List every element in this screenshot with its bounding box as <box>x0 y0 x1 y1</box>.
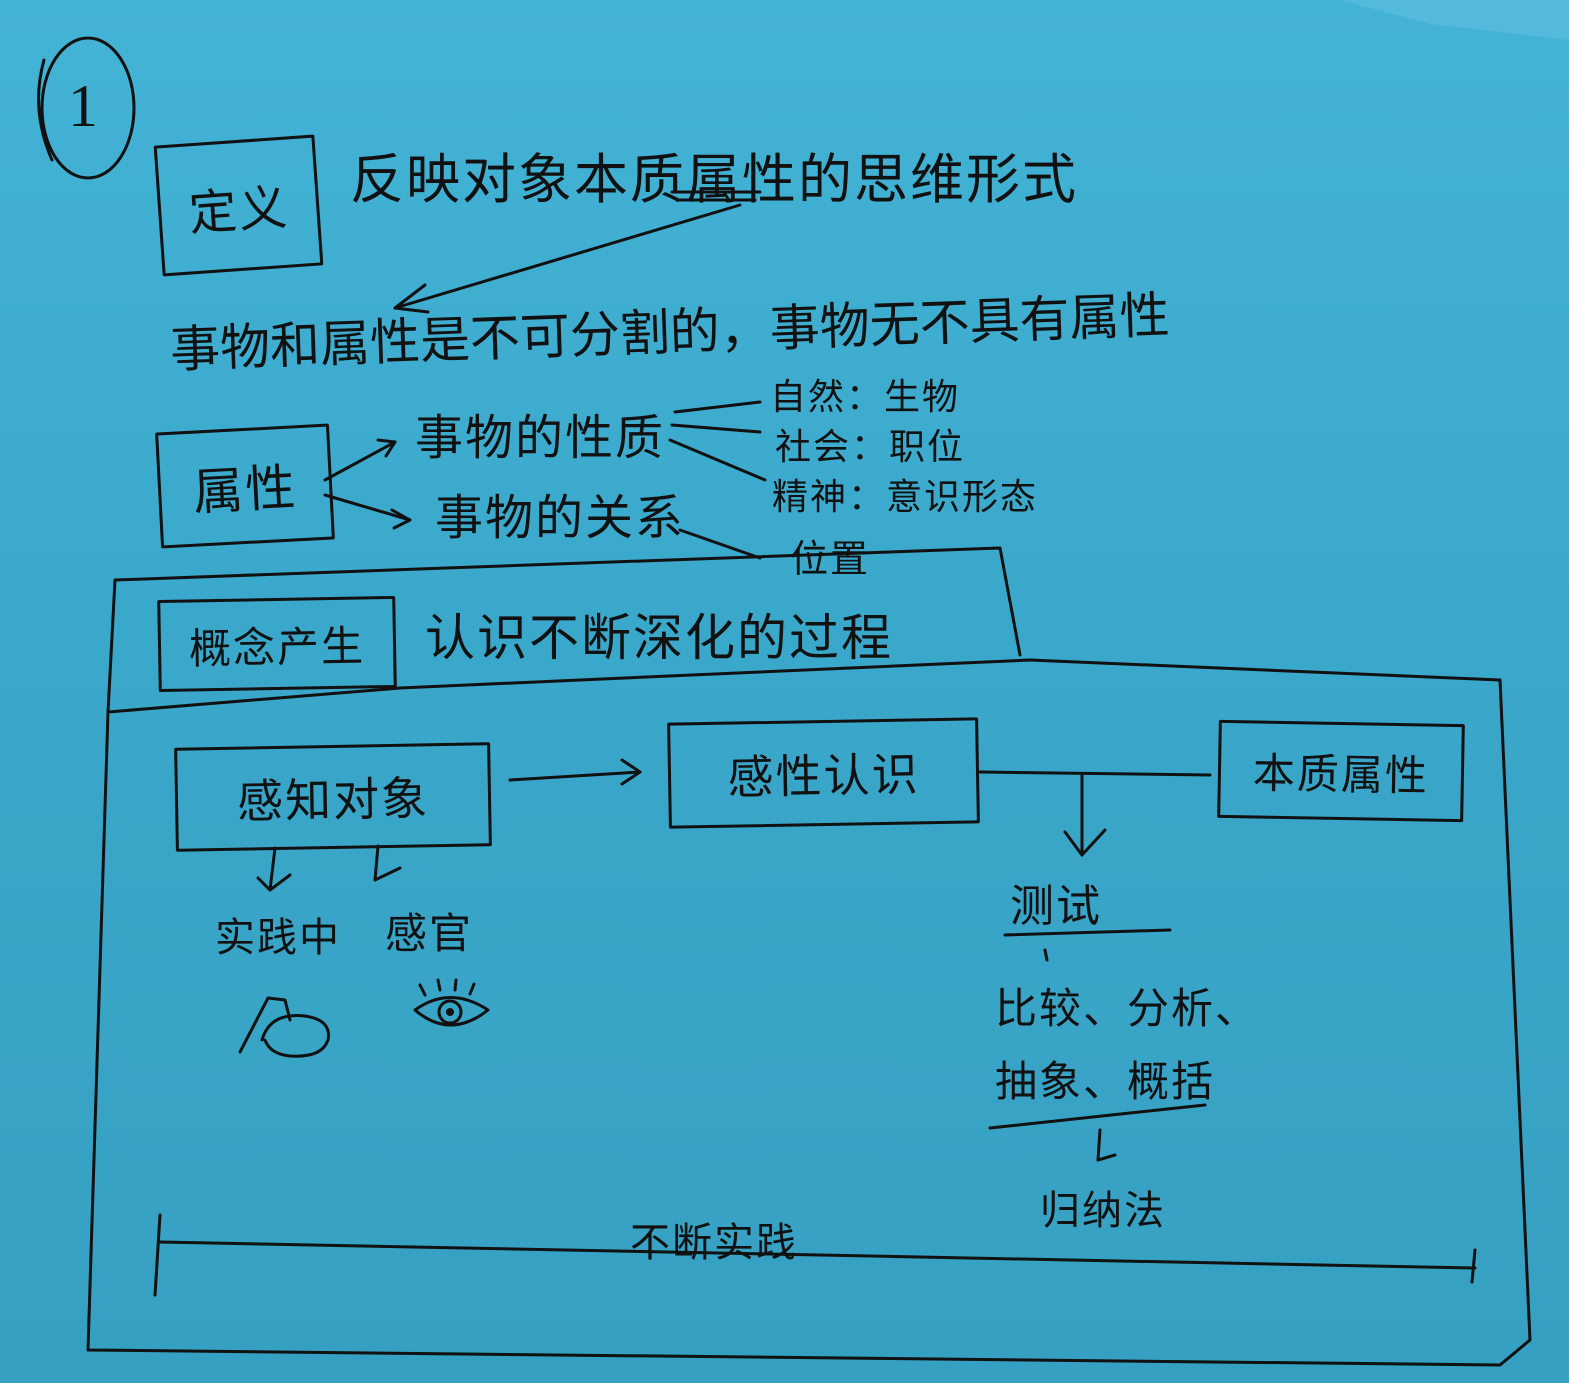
nature-item-social: 社会：职位 <box>775 427 966 468</box>
induction-label: 归纳法 <box>1040 1188 1166 1234</box>
practice-label: 不断实践 <box>630 1220 798 1266</box>
methods-line-1: 比较、分析、 <box>995 984 1260 1033</box>
definition-label-box: 定义 <box>153 134 324 277</box>
nature-value: 职位 <box>889 427 966 468</box>
nature-item-natural: 自然：生物 <box>770 377 961 418</box>
attribute-nature: 事物的性质 <box>415 410 666 466</box>
perceive-label: 感知对象 <box>236 771 430 829</box>
origin-label-box: 概念产生 <box>157 595 397 693</box>
attribute-label-box: 属性 <box>155 423 335 549</box>
origin-text: 认识不断深化的过程 <box>425 609 893 667</box>
nature-value: 意识形态 <box>886 477 1039 518</box>
section-number: 1 <box>68 73 100 139</box>
attribute-relation: 事物的关系 <box>435 490 686 546</box>
test-label: 测试 <box>1010 881 1102 932</box>
perceive-sub-practice: 实践中 <box>215 915 341 961</box>
definition-text: 反映对象本质属性的思维形式 <box>350 148 1078 211</box>
relation-item: 位置 <box>790 537 871 581</box>
methods-line-2: 抽象、概括 <box>995 1057 1216 1106</box>
essence-label: 本质属性 <box>1252 747 1430 801</box>
essence-box: 本质属性 <box>1217 719 1465 823</box>
perceive-sub-senses: 感官 <box>385 909 474 958</box>
origin-label: 概念产生 <box>188 620 366 674</box>
nature-value: 生物 <box>884 377 961 418</box>
rational-box: 感性认识 <box>667 717 980 829</box>
definition-label: 定义 <box>187 179 291 242</box>
nature-kind: 精神 <box>772 477 849 518</box>
attribute-label: 属性 <box>191 458 299 522</box>
rational-label: 感性认识 <box>727 747 921 805</box>
nature-kind: 自然 <box>770 377 847 418</box>
perceive-box: 感知对象 <box>174 742 492 852</box>
nature-item-spiritual: 精神：意识形态 <box>772 477 1039 518</box>
nature-kind: 社会 <box>775 427 852 468</box>
